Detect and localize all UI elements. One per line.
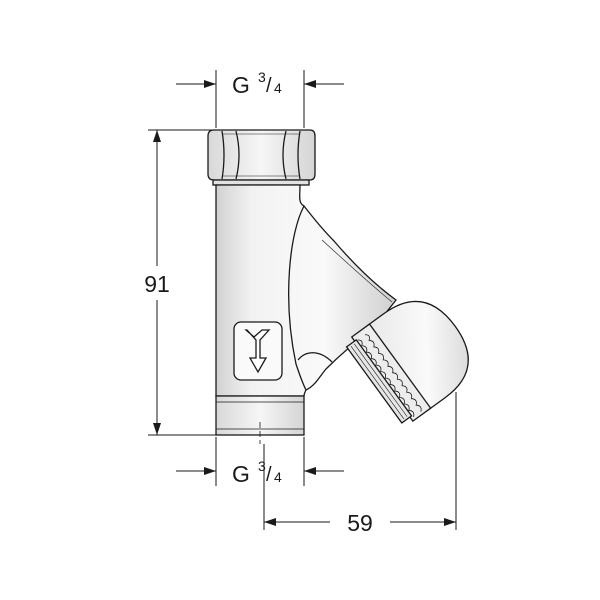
dimension-height xyxy=(148,129,216,436)
flow-direction-arrow-icon xyxy=(233,321,283,381)
top-thread-numerator: 3 xyxy=(258,69,266,85)
top-thread-slash: / xyxy=(266,75,272,97)
bottom-thread-slash: / xyxy=(266,464,272,486)
width-value: 59 xyxy=(347,510,373,536)
bottom-thread-numerator: 3 xyxy=(258,458,266,474)
top-thread-prefix: G xyxy=(232,72,250,98)
bottom-thread-prefix: G xyxy=(232,461,250,487)
top-thread-denominator: 4 xyxy=(274,80,282,96)
lower-thread-connector xyxy=(215,395,305,444)
upper-hex-nut xyxy=(207,129,316,186)
dimension-width xyxy=(263,392,457,530)
dimension-bottom-thread xyxy=(176,437,344,486)
dimension-top-thread xyxy=(176,70,344,128)
bottom-thread-denominator: 4 xyxy=(274,469,282,485)
height-value: 91 xyxy=(144,271,170,297)
filter-cap xyxy=(345,300,469,424)
